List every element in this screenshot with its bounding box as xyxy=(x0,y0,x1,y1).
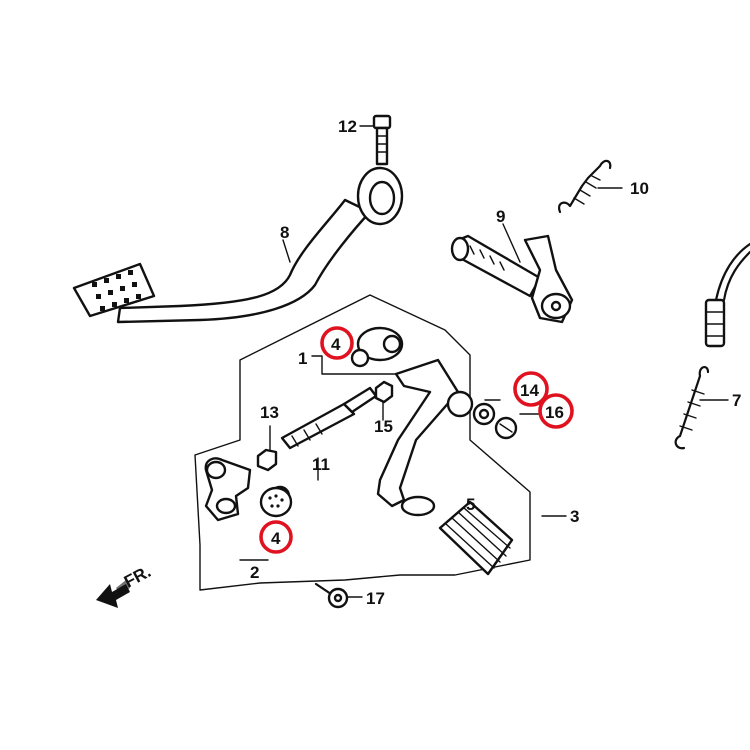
assembly-boundary xyxy=(194,294,531,591)
part-label-8: 8 xyxy=(280,223,289,242)
part-label-9: 9 xyxy=(496,207,505,226)
nut-15 xyxy=(374,380,394,404)
bolt-17 xyxy=(314,582,349,609)
part-label-17: 17 xyxy=(366,589,385,608)
part-label-2: 2 xyxy=(250,563,259,582)
spring-7 xyxy=(674,366,710,450)
part-label-13: 13 xyxy=(260,403,279,422)
part-label-4-lower: 4 xyxy=(271,529,281,548)
highlight-circle-14 xyxy=(513,371,549,407)
nut-13 xyxy=(256,448,278,472)
front-direction-arrow: FR. xyxy=(96,562,154,608)
rod-11 xyxy=(280,386,378,450)
part-label-1: 1 xyxy=(298,349,307,368)
part-label-11: 11 xyxy=(312,455,330,474)
bolt-12 xyxy=(372,114,392,166)
spring-10 xyxy=(558,159,612,214)
washer-14 xyxy=(472,402,496,426)
highlight-circle-4-lower xyxy=(259,520,293,554)
clip-16 xyxy=(494,416,518,440)
highlight-circle-16 xyxy=(538,393,574,429)
part-label-14: 14 xyxy=(520,381,539,400)
part-label-15: 15 xyxy=(374,417,393,436)
part-label-16: 16 xyxy=(545,403,564,422)
part-label-12: 12 xyxy=(338,117,357,136)
brake-pedal-8 xyxy=(72,166,404,324)
part-label-3: 3 xyxy=(570,507,579,526)
part-label-5: 5 xyxy=(466,495,475,514)
part-label-7: 7 xyxy=(732,391,741,410)
part-label-10: 10 xyxy=(630,179,649,198)
joint-1 xyxy=(350,326,404,368)
shift-lever-3 xyxy=(376,358,514,576)
shaft-9 xyxy=(450,234,574,324)
ball-joint-4-lower xyxy=(259,486,293,518)
cable-assembly xyxy=(704,242,750,348)
leader-lines xyxy=(239,125,729,598)
highlight-circle-4-upper xyxy=(320,326,354,360)
part-label-4-upper: 4 xyxy=(331,335,341,354)
